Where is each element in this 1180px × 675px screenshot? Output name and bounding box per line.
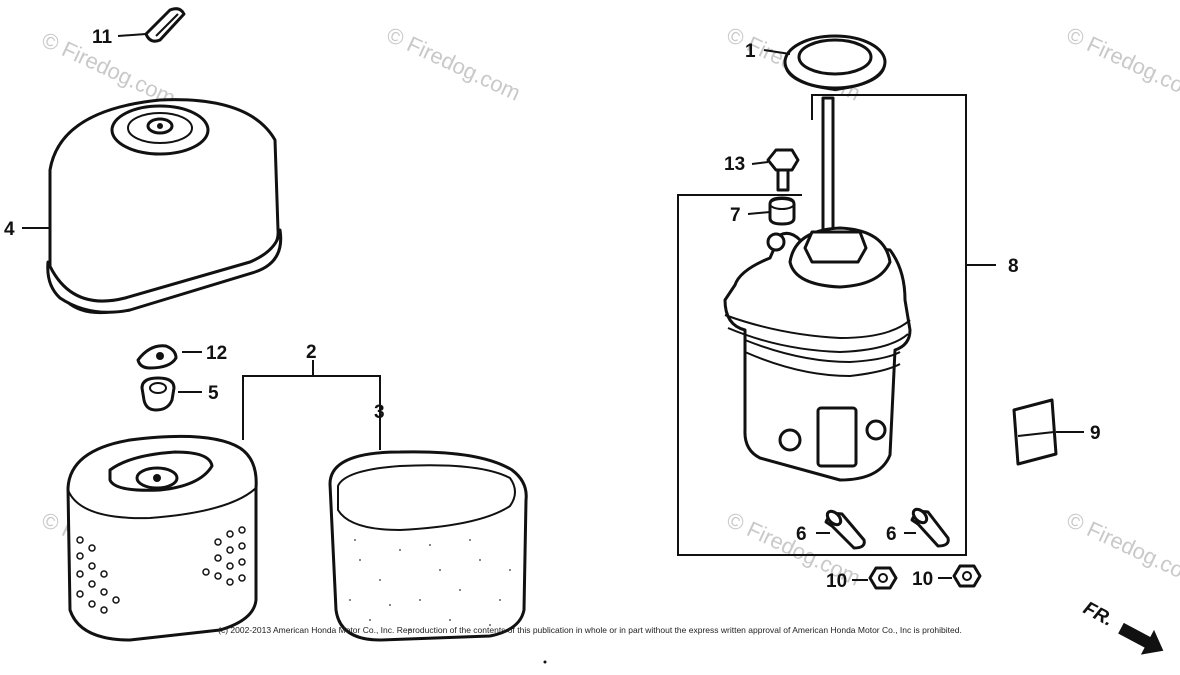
part-5-grommet[interactable] bbox=[140, 376, 176, 412]
callout-1: 1 bbox=[745, 41, 756, 62]
callout-7: 7 bbox=[730, 205, 741, 226]
leader-lines bbox=[22, 33, 1084, 581]
callout-10-left: 10 bbox=[826, 571, 847, 592]
part-8-air-cleaner-case[interactable] bbox=[723, 96, 912, 482]
callout-12: 12 bbox=[206, 343, 227, 364]
part-4-air-cleaner-cover[interactable] bbox=[46, 98, 283, 315]
part-10-nut-right[interactable] bbox=[952, 564, 982, 588]
callout-8: 8 bbox=[1008, 256, 1019, 277]
callout-6-left: 6 bbox=[796, 524, 807, 545]
callout-5: 5 bbox=[208, 383, 219, 404]
bracket-2 bbox=[242, 360, 381, 450]
part-13-bolt[interactable] bbox=[766, 148, 800, 192]
callout-10-right: 10 bbox=[912, 569, 933, 590]
watermark-2: © Firedog.com bbox=[383, 22, 525, 106]
callouts: 11 1 4 12 5 2 3 13 7 8 9 6 6 10 10 bbox=[4, 27, 1101, 592]
front-arrow-icon bbox=[1118, 622, 1164, 655]
callout-3: 3 bbox=[374, 402, 385, 423]
part-9-label[interactable] bbox=[1012, 398, 1058, 466]
callout-2: 2 bbox=[306, 342, 317, 363]
foam-texture bbox=[349, 539, 511, 631]
bracket-8 bbox=[677, 94, 996, 556]
part-7-collar[interactable] bbox=[768, 196, 796, 226]
part-11-wing-nut[interactable] bbox=[144, 7, 186, 43]
part-10-nut-left[interactable] bbox=[868, 566, 898, 590]
part-6-tube-right[interactable] bbox=[910, 507, 950, 548]
stray-dot bbox=[543, 660, 547, 664]
copyright-notice: (c) 2002-2013 American Honda Motor Co., … bbox=[218, 625, 962, 635]
callout-11: 11 bbox=[92, 27, 113, 48]
part-3-foam-element[interactable] bbox=[328, 450, 528, 642]
callout-6-right: 6 bbox=[886, 524, 897, 545]
watermark-4: © Firedog.com bbox=[1063, 22, 1180, 106]
callout-9: 9 bbox=[1090, 423, 1101, 444]
part-1-seal-ring[interactable] bbox=[783, 34, 887, 92]
callout-13: 13 bbox=[724, 154, 745, 175]
part-12-wing-nut[interactable] bbox=[136, 344, 178, 370]
callout-4: 4 bbox=[4, 219, 15, 240]
perforation-holes bbox=[76, 526, 246, 614]
part-6-tube-left[interactable] bbox=[824, 509, 866, 550]
watermark-8: © Firedog.com bbox=[1063, 507, 1180, 591]
part-2-air-cleaner-element[interactable] bbox=[66, 434, 258, 642]
